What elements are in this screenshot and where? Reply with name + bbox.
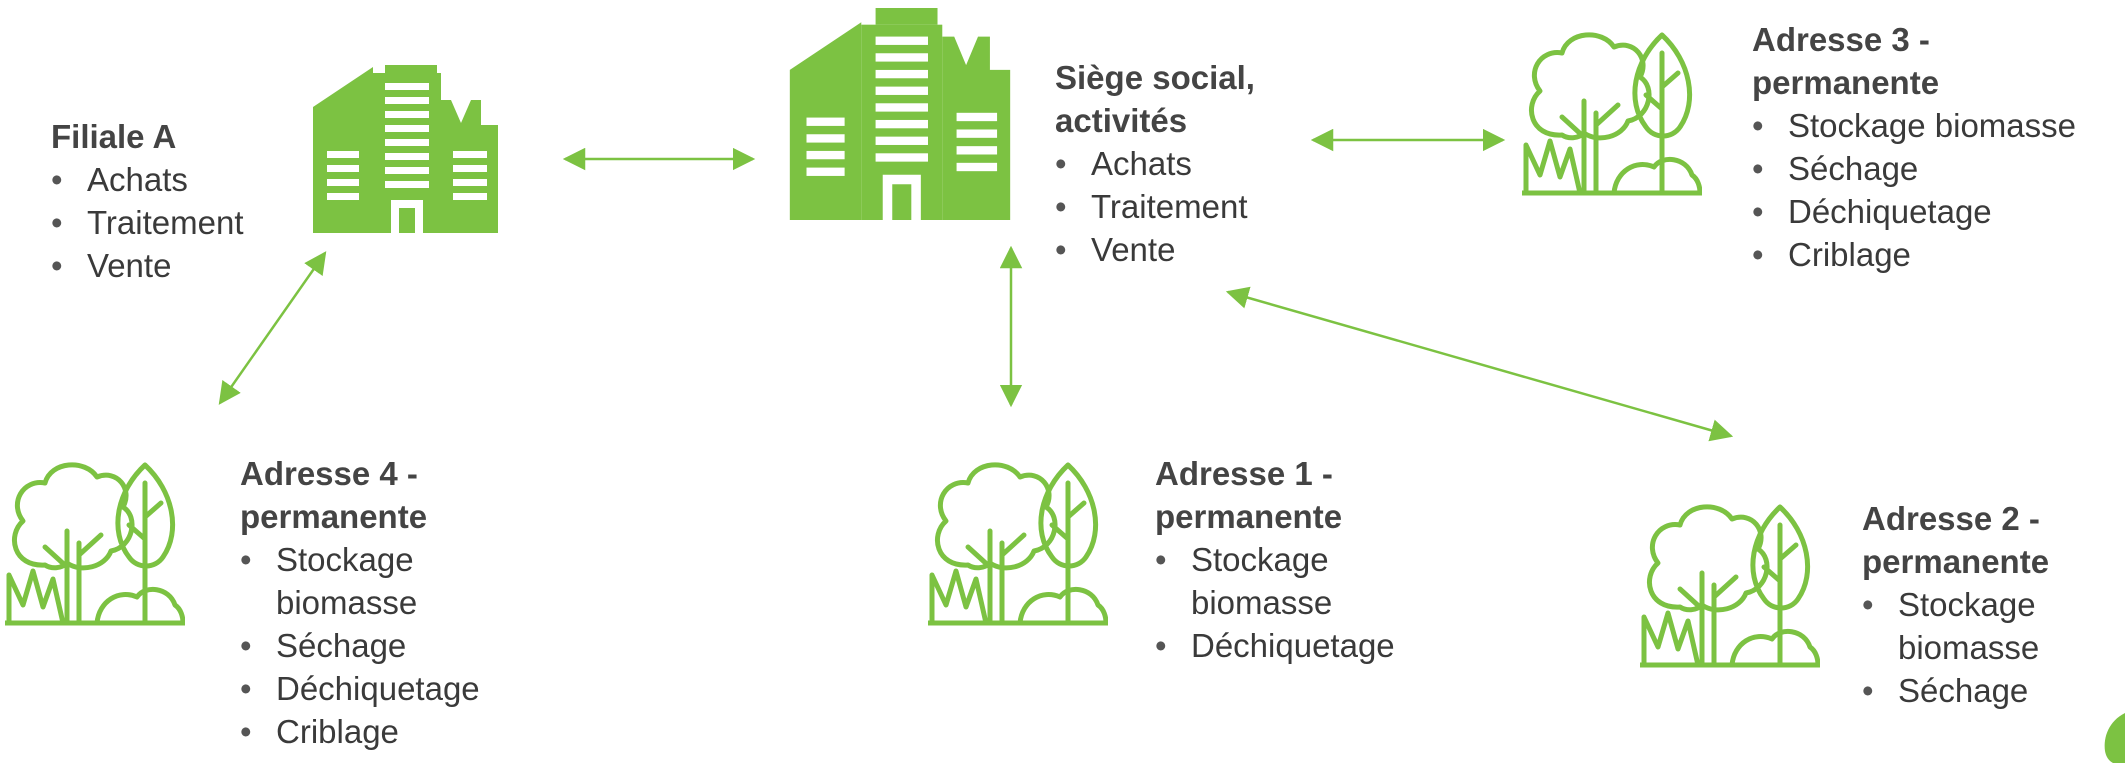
- list-item: Stockage biomasse: [240, 538, 480, 624]
- filiale-a-title: Filiale A: [51, 118, 177, 155]
- siege-social-block: Siège social,activités Achats Traitement…: [1055, 56, 1255, 271]
- list-item: Traitement: [51, 201, 243, 244]
- siege-title: Siège social,activités: [1055, 59, 1255, 139]
- adresse-2-block: Adresse 2 -permanente Stockage biomasse …: [1862, 497, 2072, 712]
- list-item: Déchiquetage: [240, 667, 480, 710]
- list-item: Traitement: [1055, 185, 1255, 228]
- list-item: Séchage: [1862, 669, 2072, 712]
- arrow-filiale-adresse4: [218, 251, 327, 405]
- adresse-4-block: Adresse 4 -permanente Stockage biomasse …: [240, 452, 480, 753]
- adresse-1-activities: Stockage biomasse Déchiquetage: [1155, 538, 1395, 667]
- list-item: Stockage biomasse: [1155, 538, 1395, 624]
- logo-fragment-icon: [2104, 713, 2125, 763]
- adresse-1-block: Adresse 1 -permanente Stockage biomasse …: [1155, 452, 1395, 667]
- forest-trees-icon: [1640, 504, 1820, 668]
- adresse-3-activities: Stockage biomasse Séchage Déchiquetage C…: [1752, 104, 2076, 276]
- adresse-1-title: Adresse 1 -permanente: [1155, 455, 1343, 535]
- office-building-icon: [313, 65, 498, 233]
- office-building-icon: [789, 8, 1011, 220]
- list-item: Séchage: [240, 624, 480, 667]
- adresse-3-title: Adresse 3 -permanente: [1752, 21, 1940, 101]
- forest-trees-icon: [928, 462, 1108, 626]
- forest-trees-icon: [1522, 32, 1702, 196]
- list-item: Déchiquetage: [1155, 624, 1395, 667]
- list-item: Achats: [1055, 142, 1255, 185]
- list-item: Stockage biomasse: [1752, 104, 2076, 147]
- filiale-a-block: Filiale A Achats Traitement Vente: [51, 115, 244, 287]
- arrow-siege-adresse2: [1225, 286, 1734, 442]
- list-item: Achats: [51, 158, 244, 201]
- adresse-2-title: Adresse 2 -permanente: [1862, 500, 2050, 580]
- adresse-3-block: Adresse 3 -permanente Stockage biomasse …: [1752, 18, 2076, 276]
- list-item: Criblage: [240, 710, 480, 753]
- forest-trees-icon: [5, 462, 185, 626]
- filiale-a-activities: Achats Traitement Vente: [51, 158, 244, 287]
- adresse-4-title: Adresse 4 -permanente: [240, 455, 428, 535]
- list-item: Stockage biomasse: [1862, 583, 2072, 669]
- adresse-4-activities: Stockage biomasse Séchage Déchiquetage C…: [240, 538, 480, 753]
- siege-activities: Achats Traitement Vente: [1055, 142, 1255, 271]
- list-item: Criblage: [1752, 233, 2076, 276]
- list-item: Déchiquetage: [1752, 190, 2076, 233]
- adresse-2-activities: Stockage biomasse Séchage: [1862, 583, 2072, 712]
- list-item: Séchage: [1752, 147, 2076, 190]
- list-item: Vente: [51, 244, 244, 287]
- list-item: Vente: [1055, 228, 1255, 271]
